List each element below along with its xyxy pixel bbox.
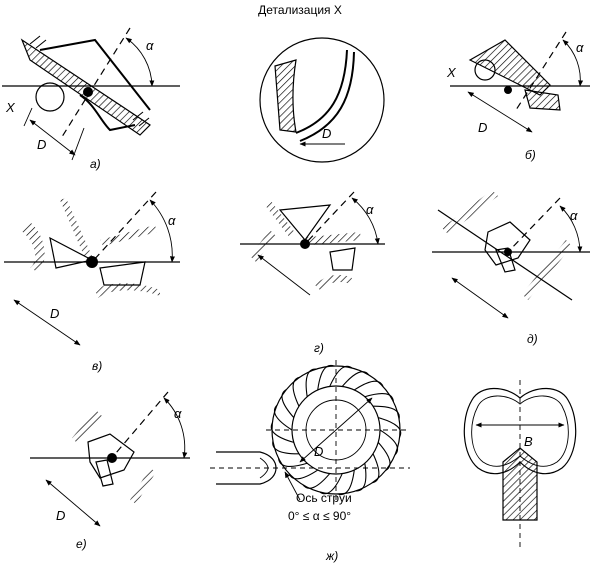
panel-zh: D Ось струи 0° ≤ α ≤ 90° ж) bbox=[210, 360, 410, 563]
panel-d: α д) bbox=[432, 190, 590, 346]
runner-buckets bbox=[270, 364, 402, 496]
d-label-a: D bbox=[37, 137, 46, 152]
jet-angle-range: 0° ≤ α ≤ 90° bbox=[288, 509, 351, 523]
runner-bucket bbox=[337, 469, 355, 496]
runner-bucket bbox=[377, 442, 391, 471]
b-label: B bbox=[524, 434, 533, 449]
runner-bucket bbox=[278, 458, 308, 468]
runner-bucket bbox=[341, 371, 370, 387]
panel-label-v: в) bbox=[92, 359, 102, 373]
d-label-detail: D bbox=[322, 126, 331, 141]
panel-label-e: е) bbox=[76, 537, 87, 551]
runner-bucket bbox=[379, 429, 399, 456]
panel-v: α D в) bbox=[4, 191, 180, 373]
d-label-v: D bbox=[50, 306, 59, 321]
alpha-label-e: α bbox=[174, 406, 182, 421]
alpha-label-g: α bbox=[366, 202, 374, 217]
bucket-section: B bbox=[463, 380, 577, 548]
runner-bucket bbox=[281, 389, 295, 418]
runner-bucket bbox=[329, 365, 353, 387]
runner-bucket bbox=[373, 405, 400, 420]
panel-label-d: д) bbox=[527, 332, 538, 346]
runner-bucket bbox=[273, 404, 293, 431]
runner-bucket bbox=[302, 473, 331, 489]
panel-g: α г) bbox=[240, 191, 385, 355]
runner-bucket bbox=[364, 392, 394, 402]
detail-x: D bbox=[259, 37, 385, 163]
figure-title: Детализация X bbox=[258, 3, 342, 17]
panel-label-zh: ж) bbox=[325, 549, 338, 563]
x-label-a: X bbox=[5, 100, 16, 115]
runner-bucket bbox=[355, 463, 367, 492]
panel-label-b: б) bbox=[525, 148, 536, 162]
x-label-b: X bbox=[446, 65, 457, 80]
jet-axis-label: Ось струи bbox=[296, 491, 352, 505]
runner-bucket bbox=[272, 440, 299, 455]
panel-e: α D е) bbox=[30, 391, 190, 551]
alpha-label-v: α bbox=[168, 213, 176, 228]
runner-bucket bbox=[378, 417, 402, 438]
runner-bucket bbox=[292, 376, 301, 407]
runner-bucket bbox=[319, 473, 343, 495]
runner-bucket bbox=[353, 380, 384, 391]
d-label-e: D bbox=[56, 508, 65, 523]
d-label-b: D bbox=[478, 120, 487, 135]
panel-label-g: г) bbox=[314, 341, 324, 355]
alpha-label-b: α bbox=[576, 40, 584, 55]
panel-a: α X D а) bbox=[2, 27, 180, 171]
runner-bucket bbox=[371, 453, 380, 484]
runner-bucket bbox=[305, 368, 317, 397]
runner-bucket bbox=[270, 422, 294, 443]
alpha-label-d: α bbox=[570, 208, 578, 223]
runner-bucket bbox=[288, 469, 319, 480]
alpha-label-a: α bbox=[146, 38, 154, 53]
panel-label-a: а) bbox=[90, 157, 101, 171]
runner-bucket bbox=[317, 364, 335, 391]
d-label-zh: D bbox=[314, 444, 323, 459]
panel-b: α X D б) bbox=[446, 31, 590, 162]
